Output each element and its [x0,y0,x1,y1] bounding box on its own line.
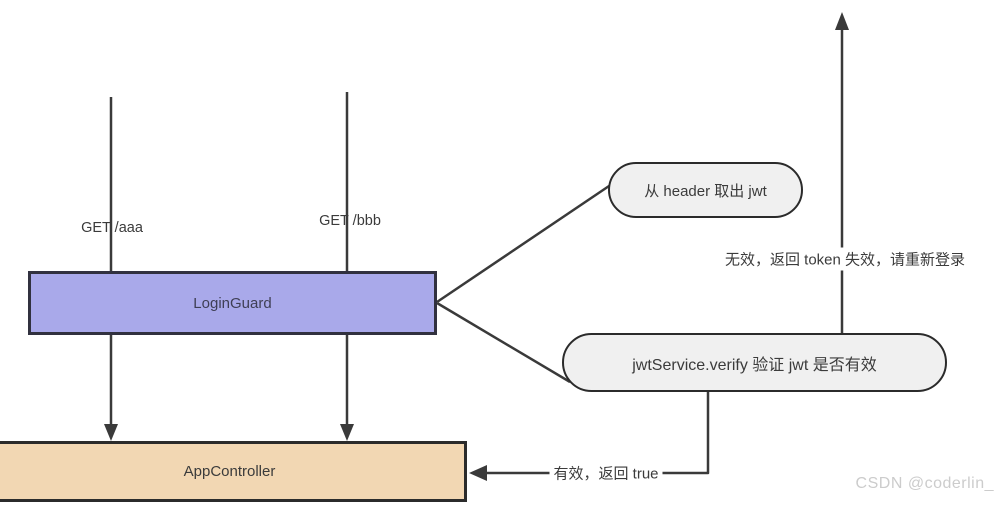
login-guard-node: LoginGuard [28,271,437,335]
extract-jwt-label: 从 header 取出 jwt [644,182,767,200]
invalid-result-arrowhead-up-icon [835,12,849,30]
verify-jwt-node: jwtService.verify 验证 jwt 是否有效 [562,333,947,392]
app-controller-node: AppController [0,441,467,502]
app-controller-label: AppController [183,463,276,480]
invalid-result-label: 无效，返回 token 失效，请重新登录 [721,247,969,271]
request-a-label: GET /aaa [81,220,143,236]
valid-result-label: 有效，返回 true [549,461,663,485]
valid-result-arrowhead-left-icon [469,465,487,481]
verify-jwt-label: jwtService.verify 验证 jwt 是否有效 [632,356,877,374]
extract-jwt-node: 从 header 取出 jwt [608,162,803,218]
login-guard-label: LoginGuard [193,294,272,312]
csdn-watermark: CSDN @coderlin_ [855,475,994,492]
request-b-arrowhead-down-icon [340,424,354,441]
guard-to-extract-line [436,182,613,304]
request-b-label: GET /bbb [319,213,381,229]
request-a-arrowhead-down-icon [104,424,118,441]
guard-to-verify-line [436,301,571,384]
